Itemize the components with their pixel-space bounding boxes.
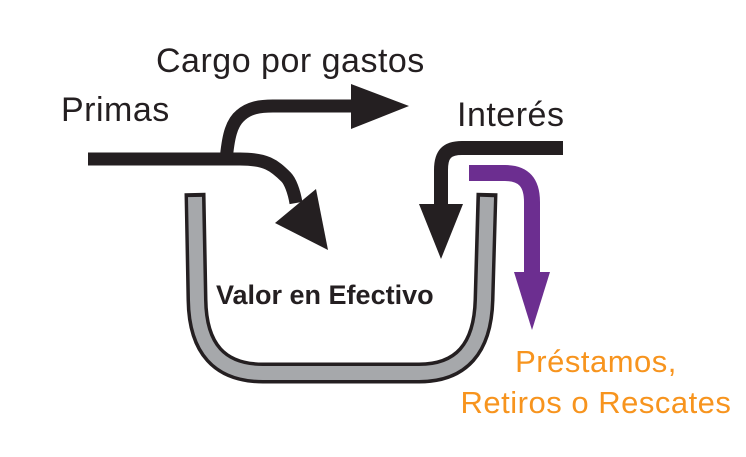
withdrawals-label: Préstamos, Retiros o Rescates	[446, 341, 746, 423]
withdrawals-label-line2: Retiros o Rescates	[460, 385, 732, 420]
cash-value-label: Valor en Efectivo	[216, 280, 434, 310]
interest-label: Interés	[457, 96, 565, 134]
premiums-label: Primas	[61, 91, 170, 129]
expense-charge-label: Cargo por gastos	[156, 42, 425, 80]
withdrawals-label-line1: Préstamos,	[515, 344, 677, 379]
withdrawals-arrow-shaft	[469, 165, 540, 274]
expense-charge-arrowhead	[351, 84, 409, 129]
premiums-arrow-shaft	[88, 152, 303, 205]
interest-arrow-shaft	[434, 141, 563, 206]
expense-charge-arrow-shaft	[219, 99, 352, 162]
bucket-wall	[188, 196, 494, 380]
withdrawals-arrowhead	[514, 272, 550, 330]
premiums-arrowhead	[275, 189, 328, 250]
interest-arrowhead	[419, 204, 463, 259]
